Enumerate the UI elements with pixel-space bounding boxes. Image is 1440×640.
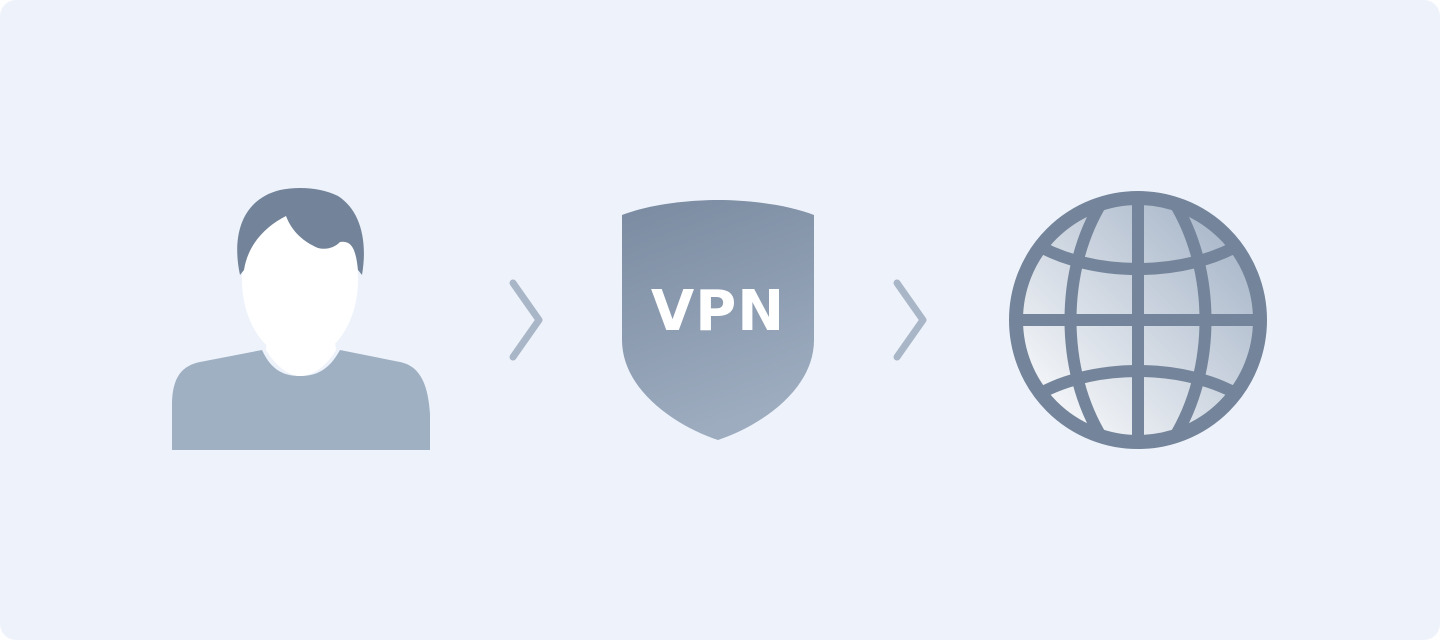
user-body bbox=[172, 350, 430, 450]
user-node bbox=[172, 188, 430, 450]
connector-vpn-internet bbox=[893, 279, 927, 361]
user-icon bbox=[172, 188, 430, 450]
user-hair bbox=[237, 188, 364, 275]
vpn-label: VPN bbox=[651, 279, 785, 344]
chevron-right-icon bbox=[509, 279, 543, 361]
chevron-right-icon bbox=[893, 279, 927, 361]
vpn-node: VPN bbox=[622, 200, 814, 440]
globe-icon bbox=[1009, 191, 1267, 449]
internet-node bbox=[1009, 191, 1267, 449]
shield-icon bbox=[622, 200, 814, 440]
connector-user-vpn bbox=[509, 279, 543, 361]
